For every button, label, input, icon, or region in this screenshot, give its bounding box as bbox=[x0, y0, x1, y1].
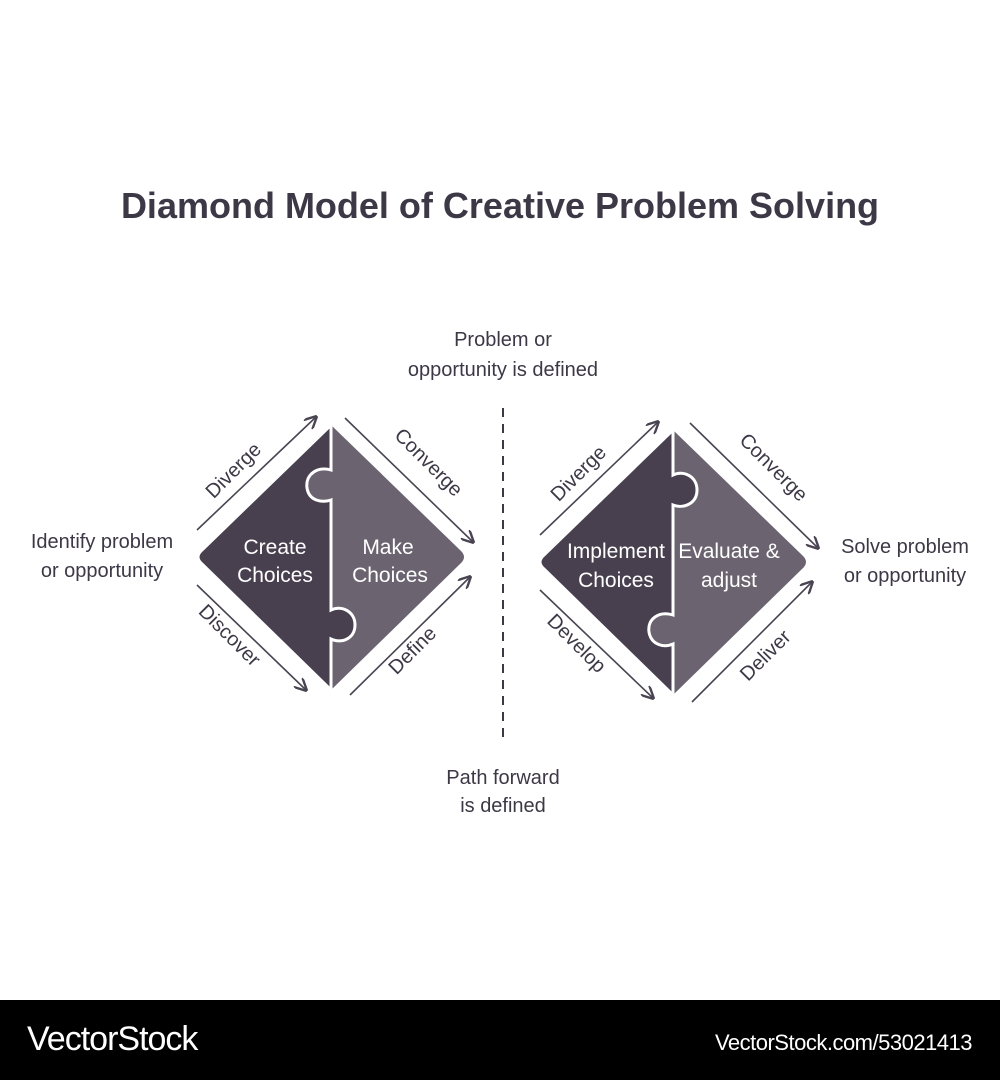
watermark-footer: VectorStock VectorStock.com/53021413 bbox=[0, 1000, 1000, 1080]
converge-arrow-2 bbox=[689, 422, 818, 548]
diverge-arrow bbox=[196, 417, 316, 531]
right-label-line1: Solve problem bbox=[841, 536, 969, 558]
footer-brand: VectorStock bbox=[27, 1020, 198, 1058]
left-label-line2: or opportunity bbox=[41, 560, 163, 582]
diagram-title: Diamond Model of Creative Problem Solvin… bbox=[121, 185, 879, 226]
diverge-label: Diverge bbox=[202, 439, 266, 503]
bottom-label-line1: Path forward bbox=[446, 767, 559, 789]
diamond-2-left-line2: Choices bbox=[578, 569, 654, 592]
diamond-1: Create Choices Make Choices Diverge Disc… bbox=[194, 417, 473, 696]
diamond-2-left-line1: Implement bbox=[567, 540, 665, 563]
diamond-1-left-line2: Choices bbox=[237, 564, 313, 587]
right-label-line2: or opportunity bbox=[844, 565, 966, 587]
bottom-label-line2: is defined bbox=[460, 795, 546, 817]
top-label-line2: opportunity is defined bbox=[408, 359, 598, 381]
converge-label-2: Converge bbox=[735, 429, 812, 506]
diamond-1-left-half bbox=[196, 421, 357, 694]
diverge-arrow-2 bbox=[539, 422, 658, 536]
discover-arrow bbox=[196, 584, 306, 690]
top-label-line1: Problem or bbox=[454, 329, 552, 351]
define-arrow bbox=[349, 577, 470, 696]
converge-label: Converge bbox=[390, 424, 467, 501]
diamond-2-left-half bbox=[538, 426, 699, 699]
converge-arrow bbox=[344, 417, 473, 542]
diamond-1-left-line1: Create bbox=[243, 536, 306, 559]
deliver-label: Deliver bbox=[736, 626, 796, 686]
diverge-label-2: Diverge bbox=[547, 442, 611, 506]
diamond-1-right-line2: Choices bbox=[352, 564, 428, 587]
left-label-line1: Identify problem bbox=[31, 531, 173, 553]
deliver-arrow bbox=[691, 582, 812, 703]
diamond-2-right-line2: adjust bbox=[701, 569, 757, 592]
diamond-2-right-line1: Evaluate & bbox=[678, 540, 780, 563]
diamond-2: Implement Choices Evaluate & adjust Dive… bbox=[538, 422, 818, 703]
footer-url: VectorStock.com/53021413 bbox=[714, 1030, 973, 1055]
define-label: Define bbox=[385, 623, 441, 679]
diamond-1-right-line1: Make bbox=[362, 536, 413, 559]
develop-arrow bbox=[539, 589, 653, 698]
diamond-diagram: Diamond Model of Creative Problem Solvin… bbox=[31, 185, 969, 817]
